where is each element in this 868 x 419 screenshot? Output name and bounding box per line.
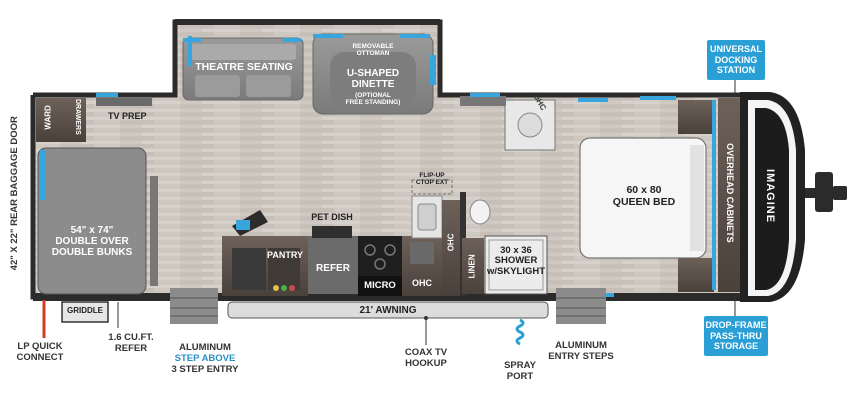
tv-prep-label: TV PREP bbox=[108, 111, 147, 121]
lp-quick-connect-callout: LP QUICK CONNECT bbox=[16, 341, 64, 363]
drawers-label: DRAWERS bbox=[73, 98, 81, 135]
pet-dish-label: PET DISH bbox=[311, 212, 353, 222]
pantry-label: PANTRY bbox=[267, 250, 303, 260]
nightstand-top bbox=[678, 100, 714, 134]
shower bbox=[484, 235, 548, 295]
docking-station-badge: UNIVERSAL DOCKING STATION bbox=[707, 40, 765, 80]
refer-label: REFER bbox=[316, 263, 350, 274]
awning bbox=[227, 301, 549, 319]
ohc-kitchen-label: OHC bbox=[412, 278, 432, 288]
spray-port-callout: SPRAY PORT bbox=[504, 360, 536, 382]
range bbox=[358, 236, 402, 276]
spray-port bbox=[515, 318, 525, 346]
microwave bbox=[358, 276, 402, 296]
ward-label: WARD bbox=[43, 105, 53, 130]
linen-label: LINEN bbox=[467, 254, 477, 279]
linen-cabinet bbox=[462, 238, 484, 294]
drawers-cabinet bbox=[66, 98, 86, 142]
griddle bbox=[61, 301, 109, 323]
rear-baggage-door-label: 42" X 22" REAR BAGGAGE DOOR bbox=[8, 116, 20, 271]
bunks-label: 54" x 74" DOUBLE OVER DOUBLE BUNKS bbox=[51, 225, 133, 258]
awning-label: 21' AWNING bbox=[359, 305, 417, 316]
bed-label: 60 x 80 QUEEN BED bbox=[612, 184, 676, 208]
refer-size-callout: 1.6 CU.FT. REFER bbox=[108, 332, 154, 354]
shower-label: 30 x 36 SHOWER w/SKYLIGHT bbox=[486, 245, 546, 277]
entry-steps-rear bbox=[170, 288, 218, 324]
overhead-cabinets-label: OVERHEAD CABINETS bbox=[724, 143, 735, 243]
nightstand-bottom bbox=[678, 258, 714, 292]
dinette-label: U-SHAPED DINETTE bbox=[346, 68, 400, 90]
wardrobe bbox=[36, 98, 66, 142]
dinette-note: (OPTIONAL FREE STANDING) bbox=[345, 92, 401, 107]
flip-up-label: FLIP-UP CTOP EXT bbox=[415, 172, 449, 187]
step-entry-callout: ALUMINUM STEP ABOVE 3 STEP ENTRY bbox=[171, 342, 239, 375]
hitch bbox=[805, 188, 819, 198]
bunks bbox=[37, 147, 147, 295]
micro-label: MICRO bbox=[364, 280, 396, 291]
overhead-cabinets bbox=[718, 98, 740, 292]
brand-logo: IMAGINE bbox=[764, 169, 777, 224]
ohc-side-label: OHC bbox=[446, 233, 456, 252]
coax-callout: COAX TV HOOKUP bbox=[404, 347, 448, 369]
entry-steps-front bbox=[556, 288, 606, 324]
queen-bed bbox=[579, 137, 707, 259]
entry-steps-callout: ALUMINUM ENTRY STEPS bbox=[548, 340, 614, 362]
theatre-seating-label: THEATRE SEATING bbox=[195, 61, 293, 73]
ottoman-label: REMOVABLE OTTOMAN bbox=[352, 43, 394, 58]
toilet bbox=[469, 199, 491, 225]
griddle-label: GRIDDLE bbox=[67, 306, 103, 315]
pass-thru-storage-badge: DROP-FRAME PASS-THRU STORAGE bbox=[704, 316, 768, 356]
refer bbox=[308, 236, 358, 294]
